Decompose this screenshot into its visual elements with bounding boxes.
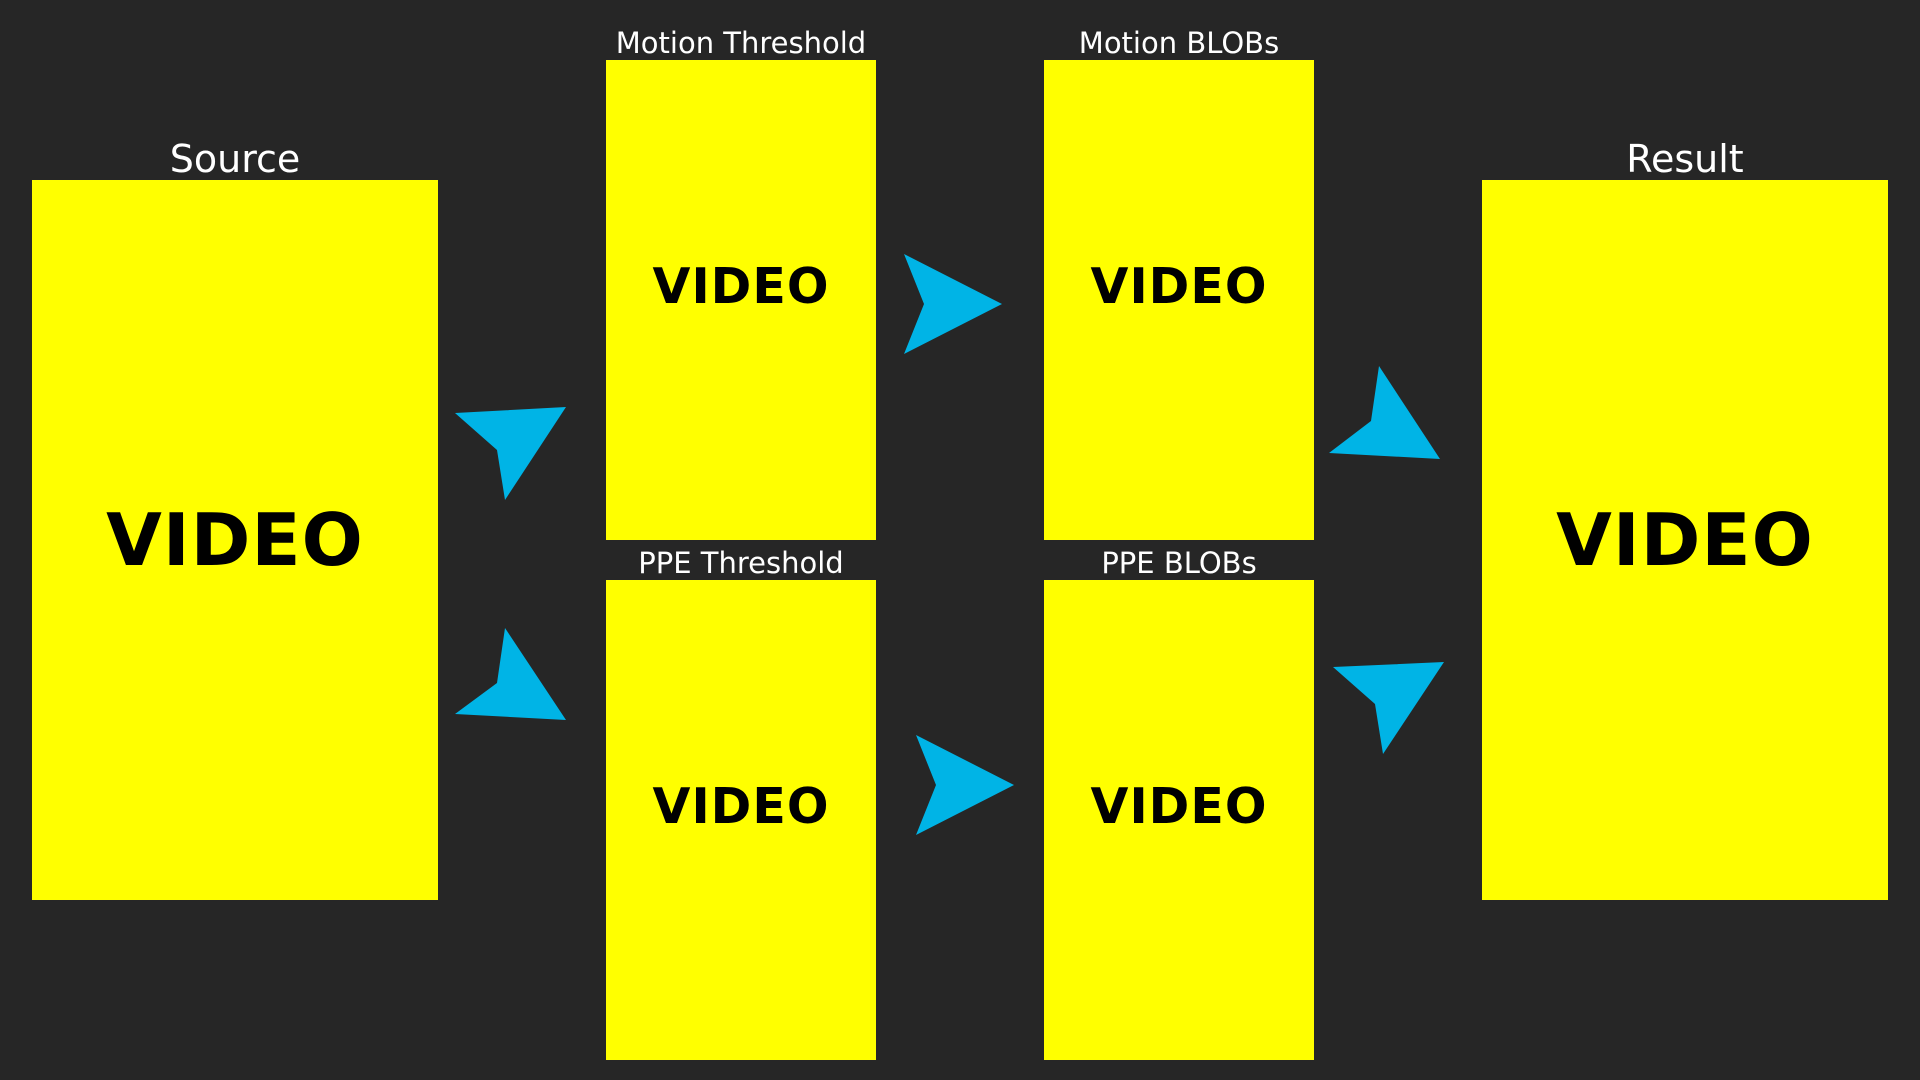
arrow-source-to-motion-threshold (455, 407, 566, 500)
result-label: Result (1626, 137, 1744, 181)
source-video-panel: VIDEO (32, 180, 438, 900)
ppe-blobs-label: PPE BLOBs (1101, 546, 1257, 580)
arrow-source-to-ppe-threshold (455, 628, 566, 720)
arrow-ppe-threshold-to-ppe-blobs (916, 735, 1014, 835)
arrow-motion-blobs-to-result (1329, 366, 1440, 459)
result-video-panel: VIDEO (1482, 180, 1888, 900)
source-label: Source (169, 137, 301, 181)
source-video-text: VIDEO (106, 498, 364, 582)
ppe-blobs-video-panel: VIDEO (1044, 580, 1314, 1060)
motion-blobs-video-text: VIDEO (1090, 257, 1268, 315)
ppe-blobs-video-text: VIDEO (1090, 777, 1268, 835)
motion-blobs-label: Motion BLOBs (1078, 26, 1280, 60)
ppe-threshold-label: PPE Threshold (638, 546, 844, 580)
result-video-text: VIDEO (1556, 498, 1814, 582)
motion-threshold-label: Motion Threshold (615, 26, 867, 60)
arrow-motion-threshold-to-motion-blobs (904, 254, 1002, 354)
motion-threshold-video-text: VIDEO (652, 257, 830, 315)
ppe-threshold-video-text: VIDEO (652, 777, 830, 835)
motion-threshold-video-panel: VIDEO (606, 60, 876, 540)
arrow-ppe-blobs-to-result (1333, 662, 1444, 754)
motion-blobs-video-panel: VIDEO (1044, 60, 1314, 540)
ppe-threshold-video-panel: VIDEO (606, 580, 876, 1060)
